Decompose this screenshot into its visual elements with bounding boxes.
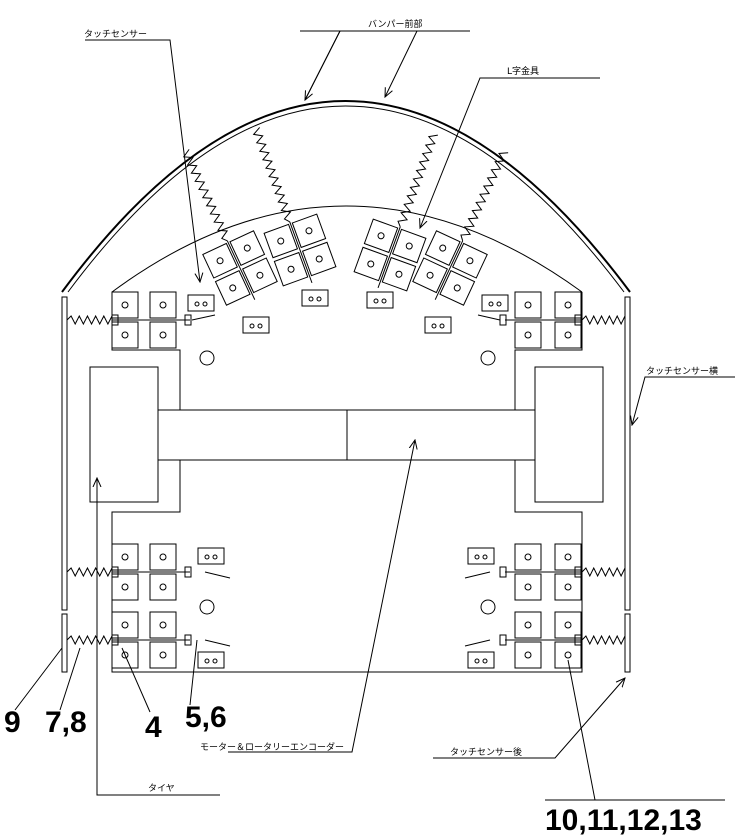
l-bracket-unit (252, 127, 337, 287)
l-bracket-unit (412, 152, 509, 306)
part-number-9: 9 (4, 706, 21, 739)
screw-hole (564, 651, 572, 659)
screw-hole (159, 553, 167, 561)
screw-hole (524, 621, 532, 629)
screw-hole (121, 583, 129, 591)
bracket-block (514, 611, 542, 639)
bracket-block (514, 291, 542, 319)
bracket-block (111, 641, 139, 669)
spring (66, 314, 113, 326)
spring (182, 149, 229, 242)
screw-hole (121, 553, 129, 561)
front-bumper (61, 100, 631, 293)
left-tire (89, 366, 159, 503)
motor-encoder-left (157, 409, 348, 461)
motor-encoder-right (346, 409, 536, 461)
l-bracket-unit (353, 134, 438, 292)
screw-hole (121, 331, 129, 339)
bracket-block (554, 573, 582, 601)
label-motor-encoder: モーター＆ロータリーエンコーダー (200, 741, 344, 753)
touch-sensor (301, 289, 329, 307)
screw-hole (524, 331, 532, 339)
screw-hole (564, 583, 572, 591)
screw-hole (159, 621, 167, 629)
bracket-block (514, 543, 542, 571)
bracket-block (554, 321, 582, 349)
spring (397, 134, 438, 227)
touch-sensor (366, 291, 394, 309)
touch-sensor (481, 294, 509, 312)
screw-hole (159, 651, 167, 659)
bracket-block (149, 641, 177, 669)
screw-hole (564, 553, 572, 561)
part-number-5-6: 5,6 (185, 701, 227, 734)
label-l-bracket: L字金具 (507, 65, 539, 77)
bracket-block (554, 291, 582, 319)
label-touch-sensor-rear: タッチセンサー後 (450, 746, 522, 758)
screw-hole (524, 583, 532, 591)
label-touch-sensor-side: タッチセンサー横 (646, 365, 718, 377)
spring (581, 566, 626, 578)
screw-hole (564, 621, 572, 629)
touch-sensor (467, 547, 495, 565)
spring (581, 634, 626, 646)
touch-sensor (197, 547, 225, 565)
bracket-block (111, 543, 139, 571)
screw-hole (524, 301, 532, 309)
bracket-block (554, 641, 582, 669)
chassis-front-arc (111, 205, 583, 293)
bracket-block (111, 291, 139, 319)
screw-hole (524, 553, 532, 561)
part-number-7-8: 7,8 (45, 706, 87, 739)
screw-hole (121, 651, 129, 659)
bracket-block (514, 641, 542, 669)
bracket-block (514, 321, 542, 349)
spring (66, 566, 113, 578)
bracket-block (149, 291, 177, 319)
screw-hole (524, 651, 532, 659)
part-number-10-13: 10,11,12,13 (545, 804, 702, 837)
touch-sensor (197, 651, 225, 669)
spring (252, 127, 292, 223)
screw-hole (159, 331, 167, 339)
bracket-block (111, 611, 139, 639)
screw-hole (159, 583, 167, 591)
label-tire: タイヤ (148, 783, 175, 794)
spring (460, 152, 509, 241)
bracket-block (554, 543, 582, 571)
leader-lines (14, 30, 735, 801)
bracket-block (514, 573, 542, 601)
right-tire (534, 366, 604, 503)
chassis (89, 292, 604, 673)
bracket-block (111, 573, 139, 601)
part-number-4: 4 (145, 711, 162, 744)
l-bracket-unit (182, 149, 278, 306)
touch-sensor (467, 651, 495, 669)
touch-sensor (424, 316, 452, 334)
label-touch-sensor: タッチセンサー (84, 29, 147, 40)
touch-sensor (242, 316, 270, 334)
screw-hole (121, 621, 129, 629)
screw-hole (121, 301, 129, 309)
spring (66, 634, 113, 646)
label-bumper-front: バンパー前部 (368, 18, 422, 30)
spring (581, 314, 626, 326)
sensor-units (66, 127, 626, 669)
bracket-block (149, 543, 177, 571)
bracket-block (149, 573, 177, 601)
bracket-block (554, 611, 582, 639)
screw-hole (159, 301, 167, 309)
bracket-block (149, 321, 177, 349)
screw-hole (564, 331, 572, 339)
screw-hole (564, 301, 572, 309)
bracket-block (111, 321, 139, 349)
side-bumpers (61, 296, 631, 673)
touch-sensor (187, 294, 215, 312)
bracket-block (149, 611, 177, 639)
